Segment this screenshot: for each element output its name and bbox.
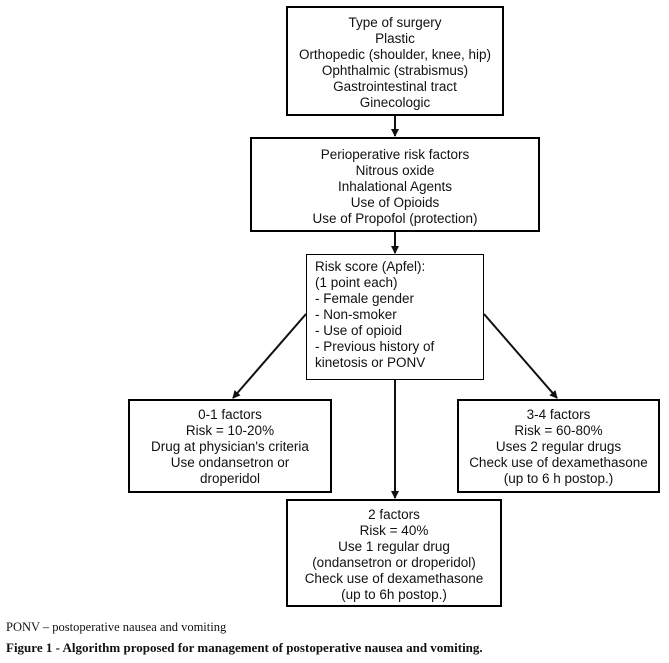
apfel-score-box: Risk score (Apfel): (1 point each) - Fem… (306, 254, 484, 380)
high-risk-postop: (up to 6 h postop.) (503, 471, 614, 486)
low-risk-ondansetron: Use ondansetron or (170, 455, 290, 470)
low-risk-drug-note: Drug at physician's criteria (151, 439, 309, 454)
arrow-apfel-to-low-risk (232, 313, 307, 399)
surgery-item-ginecologic: Ginecologic (359, 95, 431, 110)
risk-factor-nitrous-oxide: Nitrous oxide (355, 163, 435, 178)
high-risk-box: 3-4 factors Risk = 60-80% Uses 2 regular… (457, 399, 660, 493)
apfel-item-non-smoker: - Non-smoker (315, 307, 397, 322)
mid-risk-postop: (up to 6h postop.) (341, 587, 447, 602)
arrow-apfel-to-high-risk (483, 313, 558, 399)
apfel-item-history-cont: kinetosis or PONV (315, 355, 426, 370)
surgery-title: Type of surgery (348, 15, 442, 30)
risk-factor-inhalational: Inhalational Agents (337, 179, 453, 194)
mid-risk-drug-options: (ondansetron or droperidol) (312, 555, 476, 570)
surgery-type-box: Type of surgery Plastic Orthopedic (shou… (286, 6, 504, 116)
mid-risk-factors: 2 factors (368, 507, 420, 522)
high-risk-percent: Risk = 60-80% (514, 423, 603, 438)
low-risk-droperidol: droperidol (199, 471, 261, 486)
low-risk-box: 0-1 factors Risk = 10-20% Drug at physic… (128, 399, 332, 493)
apfel-item-female: - Female gender (315, 291, 415, 306)
surgery-item-plastic: Plastic (375, 31, 415, 46)
apfel-item-opioid: - Use of opioid (315, 323, 403, 338)
risk-factor-propofol: Use of Propofol (protection) (312, 211, 478, 226)
apfel-points-note: (1 point each) (315, 275, 398, 290)
high-risk-factors: 3-4 factors (526, 407, 591, 422)
high-risk-drugs: Uses 2 regular drugs (495, 439, 622, 454)
surgery-item-orthopedic: Orthopedic (shoulder, knee, hip) (298, 47, 492, 62)
mid-risk-percent: Risk = 40% (359, 523, 429, 538)
surgery-item-ophthalmic: Ophthalmic (strabismus) (321, 63, 469, 78)
high-risk-dexamethasone: Check use of dexamethasone (469, 455, 648, 470)
risk-factors-box: Perioperative risk factors Nitrous oxide… (250, 137, 540, 232)
low-risk-factors: 0-1 factors (198, 407, 262, 422)
apfel-title: Risk score (Apfel): (315, 259, 426, 274)
apfel-item-history: - Previous history of (315, 339, 435, 354)
mid-risk-drug: Use 1 regular drug (338, 539, 450, 554)
risk-factor-opioids: Use of Opioids (350, 195, 440, 210)
low-risk-percent: Risk = 10-20% (185, 423, 275, 438)
abbreviation-footnote: PONV – postoperative nausea and vomiting (6, 620, 227, 634)
risk-factors-title: Perioperative risk factors (320, 147, 470, 162)
surgery-item-gastrointestinal: Gastrointestinal tract (333, 79, 457, 94)
mid-risk-dexamethasone: Check use of dexamethasone (304, 571, 484, 586)
mid-risk-box: 2 factors Risk = 40% Use 1 regular drug … (286, 499, 502, 607)
figure-caption: Figure 1 - Algorithm proposed for manage… (6, 640, 483, 655)
